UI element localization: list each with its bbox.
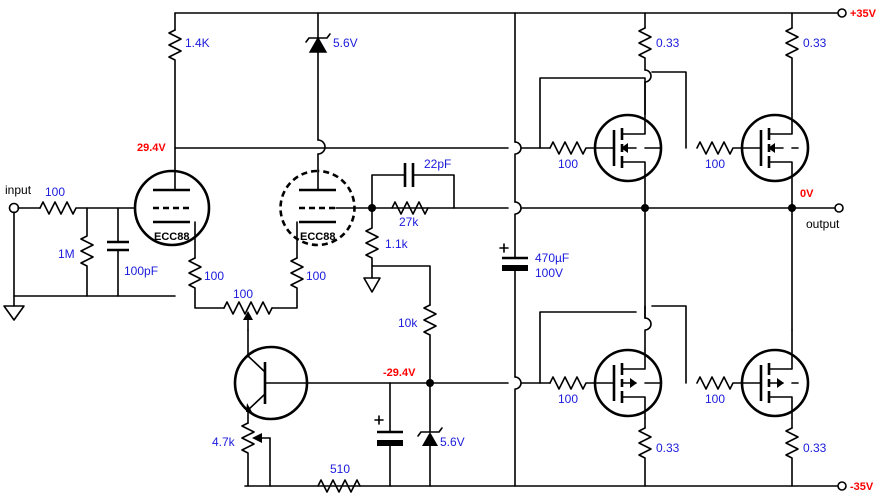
v-neg-label: -29.4V: [383, 367, 416, 379]
tube2-label: ECC88: [300, 231, 335, 243]
r-10k-label: 10k: [398, 316, 418, 330]
r-1k4-resistor: [168, 29, 182, 191]
pot-4k7-resistor: [241, 422, 255, 487]
negative-rail: [244, 481, 847, 491]
v-out-label: 0V: [800, 188, 814, 200]
pot-100-resistor: [223, 301, 273, 315]
output-terminal: [834, 203, 844, 213]
r-s1-resistor: [638, 27, 652, 71]
z-bot-label: 5.6V: [440, 435, 465, 449]
c-470u-capacitor: [499, 12, 528, 487]
c-470u-volt-label: 100V: [535, 266, 563, 280]
r-s3-label: 0.33: [656, 441, 680, 455]
mosfet-bottom-right-icon: [740, 329, 810, 419]
r-g2-resistor: [696, 141, 762, 155]
r-g2-label: 100: [705, 157, 725, 171]
v-neg-rail-label: -35V: [850, 481, 874, 493]
input-terminal: [8, 202, 41, 214]
r-s4-resistor: [785, 427, 799, 487]
tube1-label: ECC88: [154, 231, 189, 243]
r-10k-resistor: [423, 304, 437, 384]
r-s3-resistor: [638, 427, 652, 487]
r-s4-label: 0.33: [803, 441, 827, 455]
c-470u-label: 470µF: [535, 251, 569, 265]
r-in-resistor: [39, 201, 136, 215]
v-pos-rail-label: +35V: [850, 8, 877, 20]
input-label: input: [5, 183, 32, 197]
c-22p-label: 22pF: [424, 157, 451, 171]
r-s2-label: 0.33: [803, 36, 827, 50]
r-510-label: 510: [330, 462, 350, 476]
input-ground-icon: [3, 295, 25, 321]
zener-top-icon: [305, 12, 331, 191]
r-1k1-resistor: [365, 207, 379, 279]
r-cath2-label: 100: [306, 269, 326, 283]
r-1m-resistor: [80, 207, 94, 297]
bjt-transistor-icon: [233, 345, 551, 421]
tube1-triode-icon: [133, 169, 211, 247]
r-g1-label: 100: [558, 157, 578, 171]
r-g4-resistor: [696, 376, 762, 390]
neg-rail-terminal: [837, 481, 847, 491]
pot-100-label: 100: [233, 287, 253, 301]
fb-ground-icon: [363, 277, 381, 293]
r-27k-resistor: [391, 201, 429, 215]
r-g3-resistor: [549, 376, 615, 390]
input-ground-wire: [13, 211, 176, 297]
pos-rail-terminal: [837, 8, 847, 18]
r-cath2-resistor: [271, 257, 304, 309]
r-cath1-label: 100: [204, 269, 224, 283]
r-1k1-label: 1.1k: [385, 237, 409, 251]
mosfet-bottom-left-icon: [593, 348, 663, 419]
r-g4-label: 100: [705, 392, 725, 406]
pot-4k7-label: 4.7k: [212, 435, 236, 449]
r-510-resistor: [317, 479, 361, 493]
r-g1-resistor: [549, 141, 615, 155]
output-label: output: [806, 217, 840, 231]
r-27k-label: 27k: [399, 215, 419, 229]
zener-bottom-icon: [417, 382, 443, 487]
r-1m-label: 1M: [58, 247, 75, 261]
c-100p-capacitor: [107, 207, 129, 297]
r-1k4-label: 1.4K: [185, 36, 210, 50]
c-100p-label: 100pF: [124, 264, 158, 278]
v-plate-label: 29.4V: [137, 142, 166, 154]
r-s2-resistor: [785, 27, 799, 115]
z-top-label: 5.6V: [333, 36, 358, 50]
c-22p-capacitor: [371, 163, 455, 209]
r-s1-label: 0.33: [656, 36, 680, 50]
positive-rail: [174, 8, 847, 18]
r-cath1-resistor: [188, 257, 225, 309]
c-bias-capacitor: [374, 382, 403, 487]
junction-out-left: [641, 204, 649, 212]
r-g3-label: 100: [558, 392, 578, 406]
r-in-label: 100: [45, 185, 65, 199]
